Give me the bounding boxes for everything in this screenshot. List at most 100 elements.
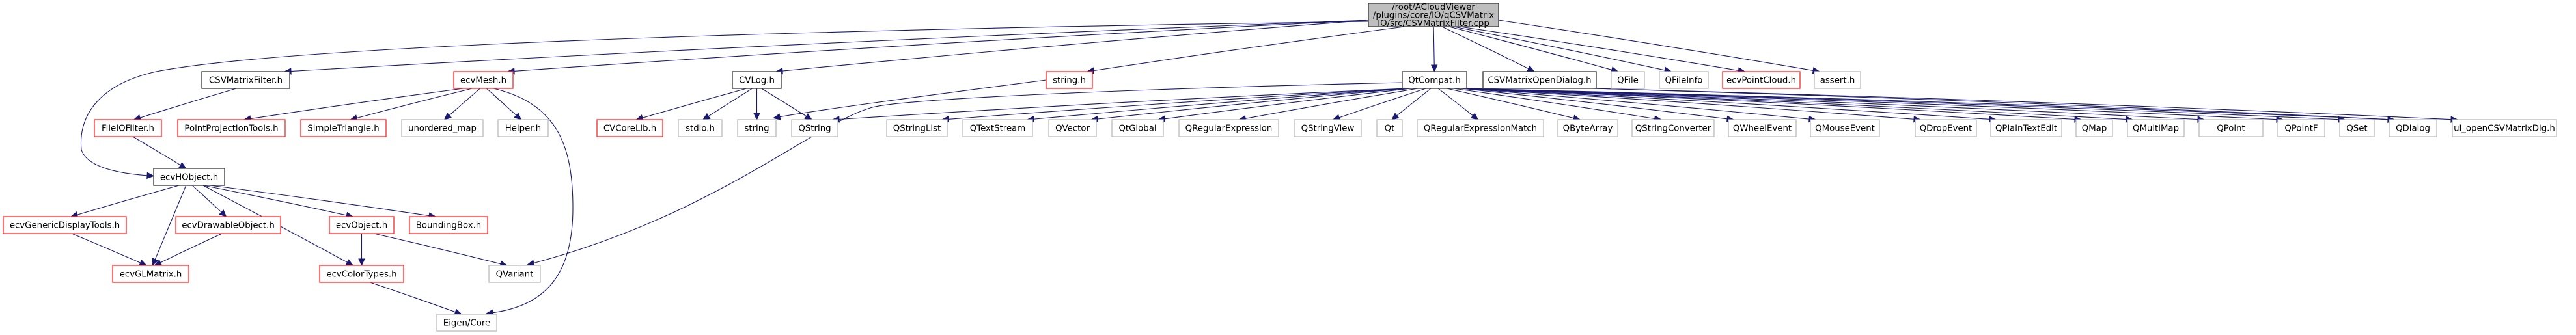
edge-line	[1498, 20, 1814, 72]
node-assert-h: assert.h	[1814, 71, 1861, 89]
node-label: QVector	[1055, 124, 1090, 134]
node-box	[453, 71, 514, 89]
node-cvcorelib-h[interactable]: CVCoreLib.h	[596, 119, 663, 137]
node-ecvpointcloud-h[interactable]: ecvPointCloud.h	[1722, 71, 1801, 89]
edge-line	[1447, 88, 1575, 119]
node-qstringconverter: QStringConverter	[1631, 119, 1715, 137]
node-root[interactable]: /root/ACloudViewer/plugins/core/IO/qCSVM…	[1368, 3, 1499, 29]
node-label: QFileInfo	[1665, 76, 1703, 86]
node-box	[1048, 119, 1097, 137]
arrowhead-icon	[345, 259, 354, 266]
edge-line	[761, 88, 807, 117]
node-box	[1728, 119, 1797, 137]
node-label: CSVMatrixFilter.h	[209, 76, 283, 86]
edge-fileiofilter-h-to-ecvhobject-h	[132, 136, 187, 169]
node-stdio-h: stdio.h	[678, 119, 723, 137]
edge-line	[355, 88, 473, 119]
node-pointprojectiontools-h[interactable]: PointProjectionTools.h	[177, 119, 286, 137]
node-qdropevent: QDropEvent	[1915, 119, 1977, 137]
edge-line	[76, 185, 180, 216]
node-string-h[interactable]: string.h	[1046, 71, 1093, 89]
edge-ecvcolortypes-h-to-eigen-core	[370, 282, 463, 315]
arrowhead-icon	[772, 113, 781, 120]
edge-line	[1448, 26, 1613, 71]
edge-line	[708, 88, 753, 117]
arrowhead-icon	[1527, 65, 1535, 72]
node-helper-h: Helper.h	[497, 119, 549, 137]
node-label: QMultiMap	[2133, 124, 2179, 134]
node-box	[1178, 119, 1279, 137]
node-qtglobal: QtGlobal	[1111, 119, 1164, 137]
node-label: QtGlobal	[1118, 124, 1156, 134]
node-label: QMap	[2082, 124, 2107, 134]
edge-cvlog-h-to-cvcorelib-h	[635, 88, 747, 122]
arrowhead-icon	[178, 162, 187, 169]
node-label: ecvHObject.h	[160, 173, 218, 183]
edge-qtcompat-h-to-qvariant	[527, 82, 1403, 267]
edge-line	[1460, 88, 1728, 120]
node-ecvobject-h[interactable]: ecvObject.h	[329, 216, 395, 234]
edge-line	[80, 21, 1369, 176]
node-label: unordered_map	[408, 124, 477, 134]
node-label: QSet	[2346, 124, 2367, 134]
arrowhead-icon	[753, 113, 760, 121]
arrowhead-icon	[146, 172, 155, 180]
edge-line	[1453, 88, 1655, 120]
node-cvlog-h[interactable]: CVLog.h	[732, 71, 782, 89]
edges-layer	[70, 20, 2459, 316]
edge-ecvhobject-h-to-ecvdrawableobject-h	[191, 185, 227, 217]
node-box	[1722, 71, 1801, 89]
node-qmap: QMap	[2075, 119, 2113, 137]
node-label: Qt	[1385, 124, 1395, 134]
node-label: CVCoreLib.h	[603, 124, 656, 134]
node-ecvdrawableobject-h[interactable]: ecvDrawableObject.h	[175, 216, 281, 234]
edge-root-to-ecvpointcloud-h	[1460, 26, 1746, 74]
edge-ecvmesh-h-to-pointprojectiontools-h	[243, 88, 464, 122]
node-box	[401, 119, 484, 137]
node-label: QPointF	[2284, 124, 2318, 134]
edge-line	[154, 185, 187, 260]
node-box	[2198, 119, 2264, 137]
edge-root-to-cvlog-h	[775, 20, 1369, 75]
edge-root-to-qfileinfo	[1453, 26, 1672, 74]
arrowhead-icon	[358, 258, 365, 267]
node-ecvmesh-h[interactable]: ecvMesh.h	[453, 71, 514, 89]
node-qpoint: QPoint	[2198, 119, 2264, 137]
edge-line	[641, 88, 747, 119]
arrowhead-icon	[804, 113, 813, 120]
edge-root-to-ecvmesh-h	[506, 20, 1369, 75]
node-ecvgenericdisplaytools-h[interactable]: ecvGenericDisplayTools.h	[3, 216, 127, 234]
node-ecvglmatrix-h[interactable]: ecvGLMatrix.h	[112, 265, 189, 283]
edge-line	[1396, 88, 1432, 116]
arrowhead-icon	[139, 260, 148, 266]
edge-csvmatrixfilter-h-to-fileiofilter-h	[133, 88, 237, 121]
edge-line	[778, 79, 1047, 118]
node-label: ecvGenericDisplayTools.h	[10, 221, 120, 231]
node-label: ecvGLMatrix.h	[120, 270, 182, 280]
edge-cvlog-h-to-qstring	[761, 88, 813, 120]
node-box	[1659, 71, 1709, 89]
node-label: ecvMesh.h	[460, 76, 506, 86]
node-ecvhobject-h[interactable]: ecvHObject.h	[153, 168, 225, 186]
node-box	[1814, 71, 1861, 89]
node-box	[1611, 71, 1645, 89]
edge-line	[1462, 88, 2127, 120]
edge-line	[449, 88, 480, 116]
arrowhead-icon	[514, 113, 522, 120]
arrowhead-icon	[702, 113, 711, 120]
node-label: QPoint	[2217, 124, 2245, 134]
node-qtcompat-h[interactable]: QtCompat.h	[1402, 71, 1467, 89]
node-csvmatrixopendialog-h[interactable]: CSVMatrixOpenDialog.h	[1482, 71, 1597, 89]
edge-line	[1462, 88, 2389, 120]
edge-line	[191, 185, 223, 213]
node-qstring: QString	[791, 119, 838, 137]
node-box	[732, 71, 782, 89]
node-fileiofilter-h[interactable]: FileIOFilter.h	[94, 119, 162, 137]
node-box	[1376, 119, 1403, 137]
node-csvmatrixfilter-h[interactable]: CSVMatrixFilter.h	[201, 71, 290, 89]
node-simpletriangle-h[interactable]: SimpleTriangle.h	[300, 119, 387, 137]
node-ecvcolortypes-h[interactable]: ecvColorTypes.h	[319, 265, 404, 283]
node-label: /root/ACloudViewer	[1392, 3, 1475, 12]
node-boundingbox-h[interactable]: BoundingBox.h	[409, 216, 488, 234]
node-label: QDropEvent	[1920, 124, 1973, 134]
